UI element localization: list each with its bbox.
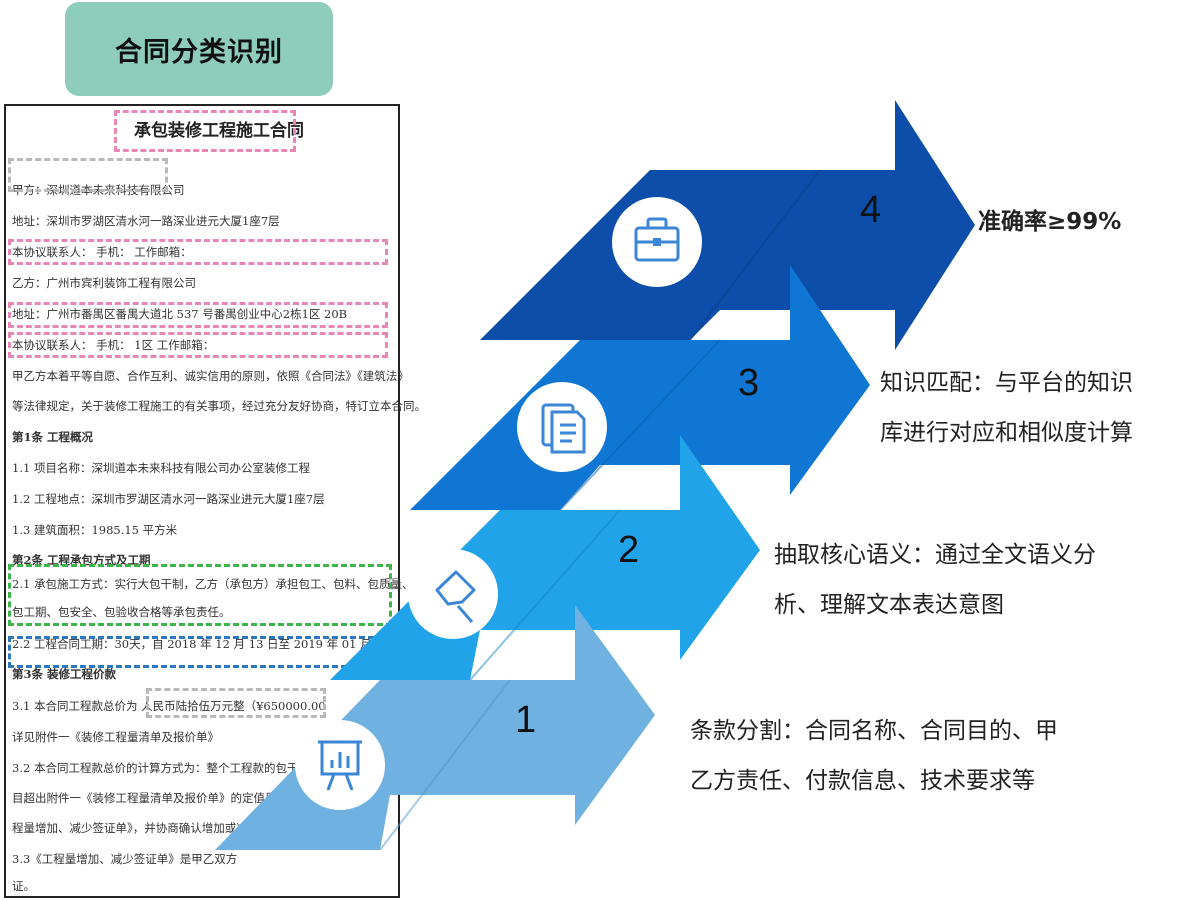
documents-icon xyxy=(517,382,607,472)
step-1-line2: 乙方责任、付款信息、技术要求等 xyxy=(690,768,1035,794)
document-line: 第2条 工程承包方式及工期 xyxy=(12,553,151,567)
document-line: 1.1 项目名称：深圳道本未来科技有限公司办公室装修工程 xyxy=(12,461,310,475)
presentation-chart-icon xyxy=(295,720,385,810)
step-3-line1: 知识匹配：与平台的知识 xyxy=(880,370,1133,396)
document-line: 包工期、包安全、包验收合格等承包责任。 xyxy=(12,605,231,619)
document-line: 2.2 工程合同工期：30天，自 2018 年 12 月 13 日至 2019 … xyxy=(12,637,406,651)
document-line: 地址：深圳市罗湖区清水河一路深业进元大厦1座7层 xyxy=(12,214,280,228)
step-3-line2: 库进行对应和相似度计算 xyxy=(880,420,1133,446)
document-line: 第3条 装修工程价款 xyxy=(12,667,117,681)
step-1-number: 1 xyxy=(515,699,536,741)
step-4-divider xyxy=(689,169,821,341)
document-title: 承包装修工程施工合同 xyxy=(134,121,304,141)
document-line: 程量增加、减少签证单》，并协商确认增加或减少工 xyxy=(12,821,271,835)
document-line: 3.1 本合同工程款总价为 人民币陆拾伍万元整（¥650000.00 xyxy=(12,699,326,713)
document-line: 等法律规定，关于装修工程施工的有关事项，经过充分友好协商，特订立本合同。 xyxy=(12,399,426,413)
document-line: 证。 xyxy=(12,879,35,893)
document-line: 1.2 工程地点：深圳市罗湖区清水河一路深业进元大厦1座7层 xyxy=(12,492,325,506)
document-line: 目超出附件一《装修工程量清单及报价单》的定值周 xyxy=(12,791,277,805)
document-line: 乙方：广州市宾利装饰工程有限公司 xyxy=(12,276,196,290)
step-2-number: 2 xyxy=(618,529,639,571)
document-line: 3.3《工程量增加、减少签证单》是甲乙双方 xyxy=(12,852,238,866)
step-4-label: 准确率≥99% xyxy=(978,197,1121,247)
document-line: 详见附件一《装修工程量清单及报价单》 xyxy=(12,730,219,744)
briefcase-icon xyxy=(612,197,702,287)
step-2-line2: 析、理解文本表达意图 xyxy=(774,592,1004,618)
document-line: 2.1 承包施工方式：实行大包干制，乙方（承包方）承担包工、包料、包质量、 xyxy=(12,577,414,591)
contact-a-highlight-box xyxy=(8,239,388,265)
step-1-line1: 条款分割：合同名称、合同目的、甲 xyxy=(690,718,1058,744)
step-1-label: 条款分割：合同名称、合同目的、甲 乙方责任、付款信息、技术要求等 xyxy=(690,706,1058,806)
party-a-highlight-box xyxy=(8,158,168,192)
pin-icon xyxy=(408,549,498,639)
step-4-arrow xyxy=(480,100,975,350)
document-line: 1.3 建筑面积：1985.15 平方米 xyxy=(12,523,178,537)
document-line: 地址：广州市番禺区番禺大道北 537 号番禺创业中心2栋1区 20B xyxy=(12,307,348,321)
section-banner: 合同分类识别 xyxy=(65,2,333,96)
document-line: 本协议联系人： 手机： 1区 工作邮箱： xyxy=(12,338,215,352)
document-line: 甲乙方本着平等自愿、合作互利、诚实信用的原则，依照《合同法》《建筑法》 xyxy=(12,369,409,383)
step-1-divider xyxy=(379,679,511,851)
document-line: 第1条 工程概况 xyxy=(12,430,94,444)
document-line: 3.2 本合同工程款总价的计算方式为：整个工程款的包干 xyxy=(12,761,299,775)
contact-b-highlight-box xyxy=(8,332,388,358)
step-3-number: 3 xyxy=(738,362,759,404)
step-2-line1: 抽取核心语义：通过全文语义分 xyxy=(774,542,1096,568)
step-3-label: 知识匹配：与平台的知识 库进行对应和相似度计算 xyxy=(880,358,1133,458)
document-line: 本协议联系人： 手机： 工作邮箱： xyxy=(12,245,192,259)
banner-title: 合同分类识别 xyxy=(115,36,283,68)
step-3-divider xyxy=(559,339,721,511)
price-highlight-box xyxy=(146,688,326,718)
contract-method-highlight-box xyxy=(8,564,392,626)
step-2-divider xyxy=(469,509,621,681)
title-highlight-box xyxy=(114,110,296,152)
step-4-line1: 准确率≥99% xyxy=(978,209,1122,235)
address-b-highlight-box xyxy=(8,302,388,328)
step-4-number: 4 xyxy=(860,189,881,231)
step-2-label: 抽取核心语义：通过全文语义分 析、理解文本表达意图 xyxy=(774,530,1096,630)
